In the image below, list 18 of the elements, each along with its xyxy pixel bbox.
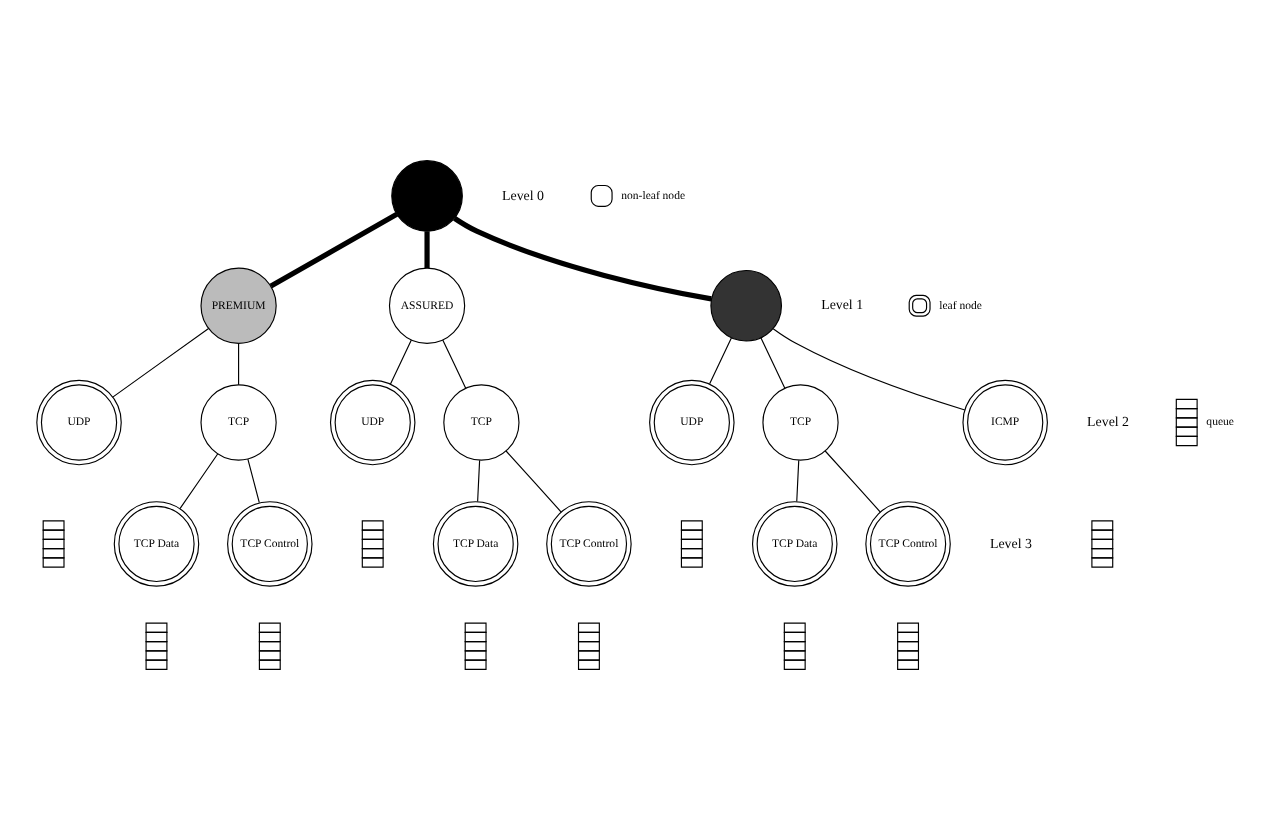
connector xyxy=(179,453,219,510)
connector xyxy=(796,459,800,502)
connector xyxy=(477,459,481,502)
connector xyxy=(238,342,240,386)
connector xyxy=(709,337,733,385)
connector xyxy=(247,458,260,504)
node-circle xyxy=(391,160,463,232)
connector xyxy=(453,216,712,302)
connector xyxy=(824,450,881,513)
connector xyxy=(112,327,210,398)
connector xyxy=(442,339,467,389)
connector xyxy=(772,328,966,411)
connector xyxy=(760,337,786,389)
connector xyxy=(505,450,562,513)
connector xyxy=(389,339,412,385)
connector xyxy=(424,231,430,268)
node-circle xyxy=(710,269,783,342)
connector xyxy=(269,212,399,289)
